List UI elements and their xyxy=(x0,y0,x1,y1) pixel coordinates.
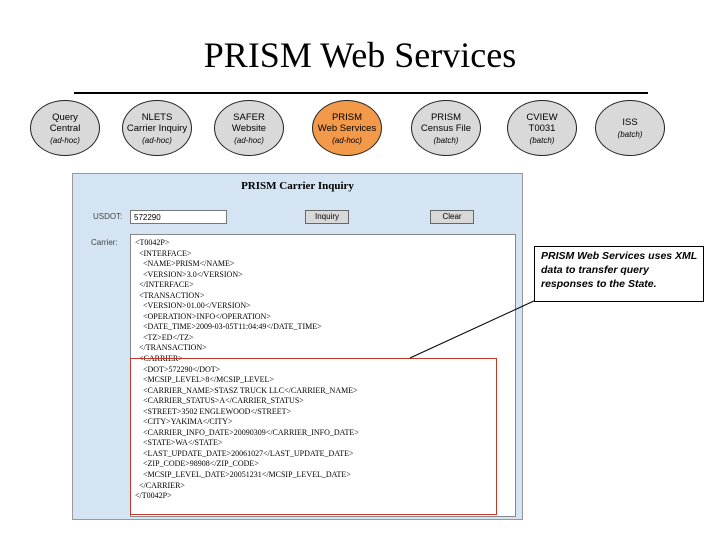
usdot-label: USDOT: xyxy=(93,212,123,221)
service-node-4: PRISM Census File(batch) xyxy=(411,100,481,156)
service-node-mode: (batch) xyxy=(433,135,459,145)
panel-title: PRISM Carrier Inquiry xyxy=(241,180,354,192)
carrier-label: Carrier: xyxy=(91,238,118,247)
service-node-3: PRISM Web Services(ad-hoc) xyxy=(312,100,382,156)
service-node-mode: (ad-hoc) xyxy=(142,135,172,145)
service-node-2: SAFER Website(ad-hoc) xyxy=(214,100,284,156)
slide-title: PRISM Web Services xyxy=(203,35,517,75)
service-node-0: Query Central(ad-hoc) xyxy=(30,100,100,156)
usdot-input[interactable] xyxy=(130,210,227,224)
carrier-block-highlight xyxy=(130,358,497,515)
service-node-name: NLETS Carrier Inquiry xyxy=(126,111,188,134)
xml-response-text: <T0042P> <INTERFACE> <NAME>PRISM</NAME> … xyxy=(135,238,359,501)
clear-button[interactable]: Clear xyxy=(430,210,474,224)
service-node-name: SAFER Website xyxy=(231,111,267,134)
service-node-name: CVIEW T0031 xyxy=(526,111,558,134)
service-node-mode: (ad-hoc) xyxy=(332,135,362,145)
service-node-name: PRISM Web Services xyxy=(317,111,377,134)
service-node-mode: (batch) xyxy=(617,130,643,139)
service-node-mode: (ad-hoc) xyxy=(50,135,80,145)
title-divider xyxy=(74,92,648,94)
service-node-name: Query Central xyxy=(49,111,81,134)
service-node-1: NLETS Carrier Inquiry(ad-hoc) xyxy=(122,100,192,156)
inquiry-button[interactable]: Inquiry xyxy=(305,210,349,224)
callout-box xyxy=(534,246,704,302)
service-node-name: PRISM Census File xyxy=(420,111,472,134)
service-node-5: CVIEW T0031(batch) xyxy=(507,100,577,156)
carrier-inquiry-window: PRISM Carrier Inquiry USDOT: Inquiry Cle… xyxy=(72,173,523,520)
service-node-6: ISS (batch) xyxy=(595,100,665,156)
service-node-mode: (batch) xyxy=(529,135,555,145)
callout-text: PRISM Web Services uses XML data to tran… xyxy=(541,250,698,290)
service-node-mode: (ad-hoc) xyxy=(234,135,264,145)
service-node-name: ISS xyxy=(622,117,638,128)
xml-response-textarea[interactable]: <T0042P> <INTERFACE> <NAME>PRISM</NAME> … xyxy=(130,234,516,517)
